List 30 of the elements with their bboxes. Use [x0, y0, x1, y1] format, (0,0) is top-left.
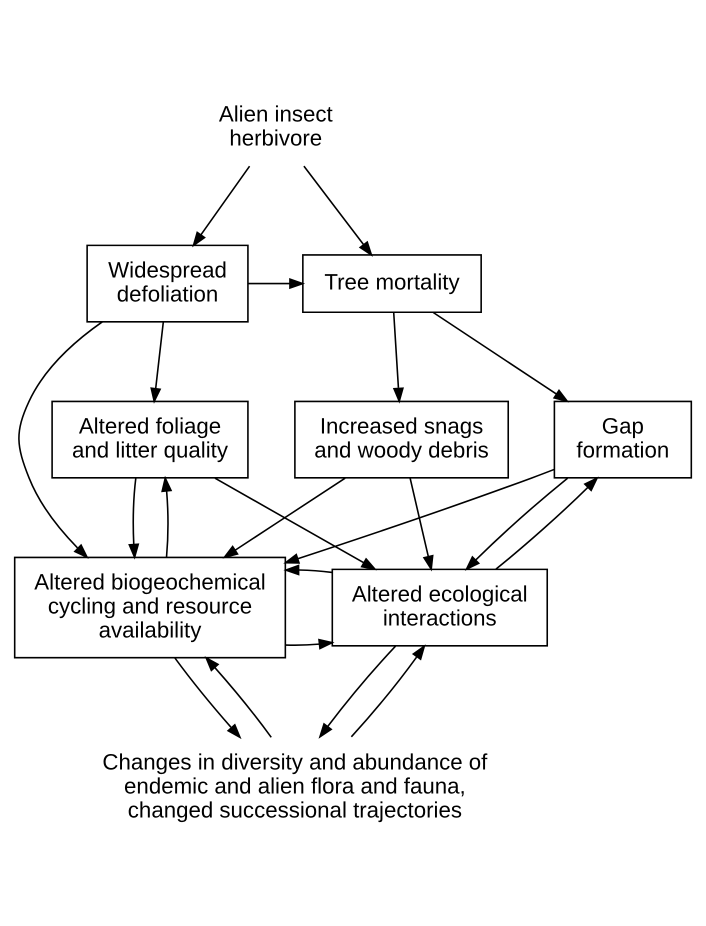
arrow: [350, 644, 426, 737]
arrow: [248, 278, 306, 289]
arrow: [392, 312, 404, 404]
arrow: [495, 476, 599, 570]
node-box: Gap formation: [554, 400, 692, 478]
node-box: Altered biogeochemical cycling and resource availability: [14, 556, 286, 658]
arrow: [128, 478, 140, 560]
arrow: [214, 477, 378, 570]
arrow: [303, 165, 373, 256]
node-box: Altered ecological interactions: [332, 568, 548, 646]
node-box: Tree mortality: [302, 254, 482, 313]
arrow: [283, 564, 332, 576]
node-box: Widespread defoliation: [86, 244, 249, 322]
arrow: [318, 645, 396, 738]
arrow: [174, 656, 242, 739]
node-text: Alien insect herbivore: [218, 101, 333, 150]
arrow: [222, 477, 346, 558]
arrow: [464, 477, 568, 570]
arrow: [192, 165, 250, 247]
arrow: [286, 638, 335, 650]
node-text: Changes in diversity and abundance of endemic and alien flora and fauna, changed successional trajectories: [102, 748, 488, 822]
arrow: [18, 320, 103, 558]
arrow: [204, 656, 272, 738]
node-box: Altered foliage and litter quality: [51, 400, 249, 478]
node-box: Increased snags and woody debris: [294, 400, 510, 478]
arrow: [409, 478, 434, 571]
arrow: [432, 311, 570, 402]
arrow: [150, 322, 164, 404]
arrow: [161, 475, 172, 557]
arrow: [283, 468, 554, 564]
